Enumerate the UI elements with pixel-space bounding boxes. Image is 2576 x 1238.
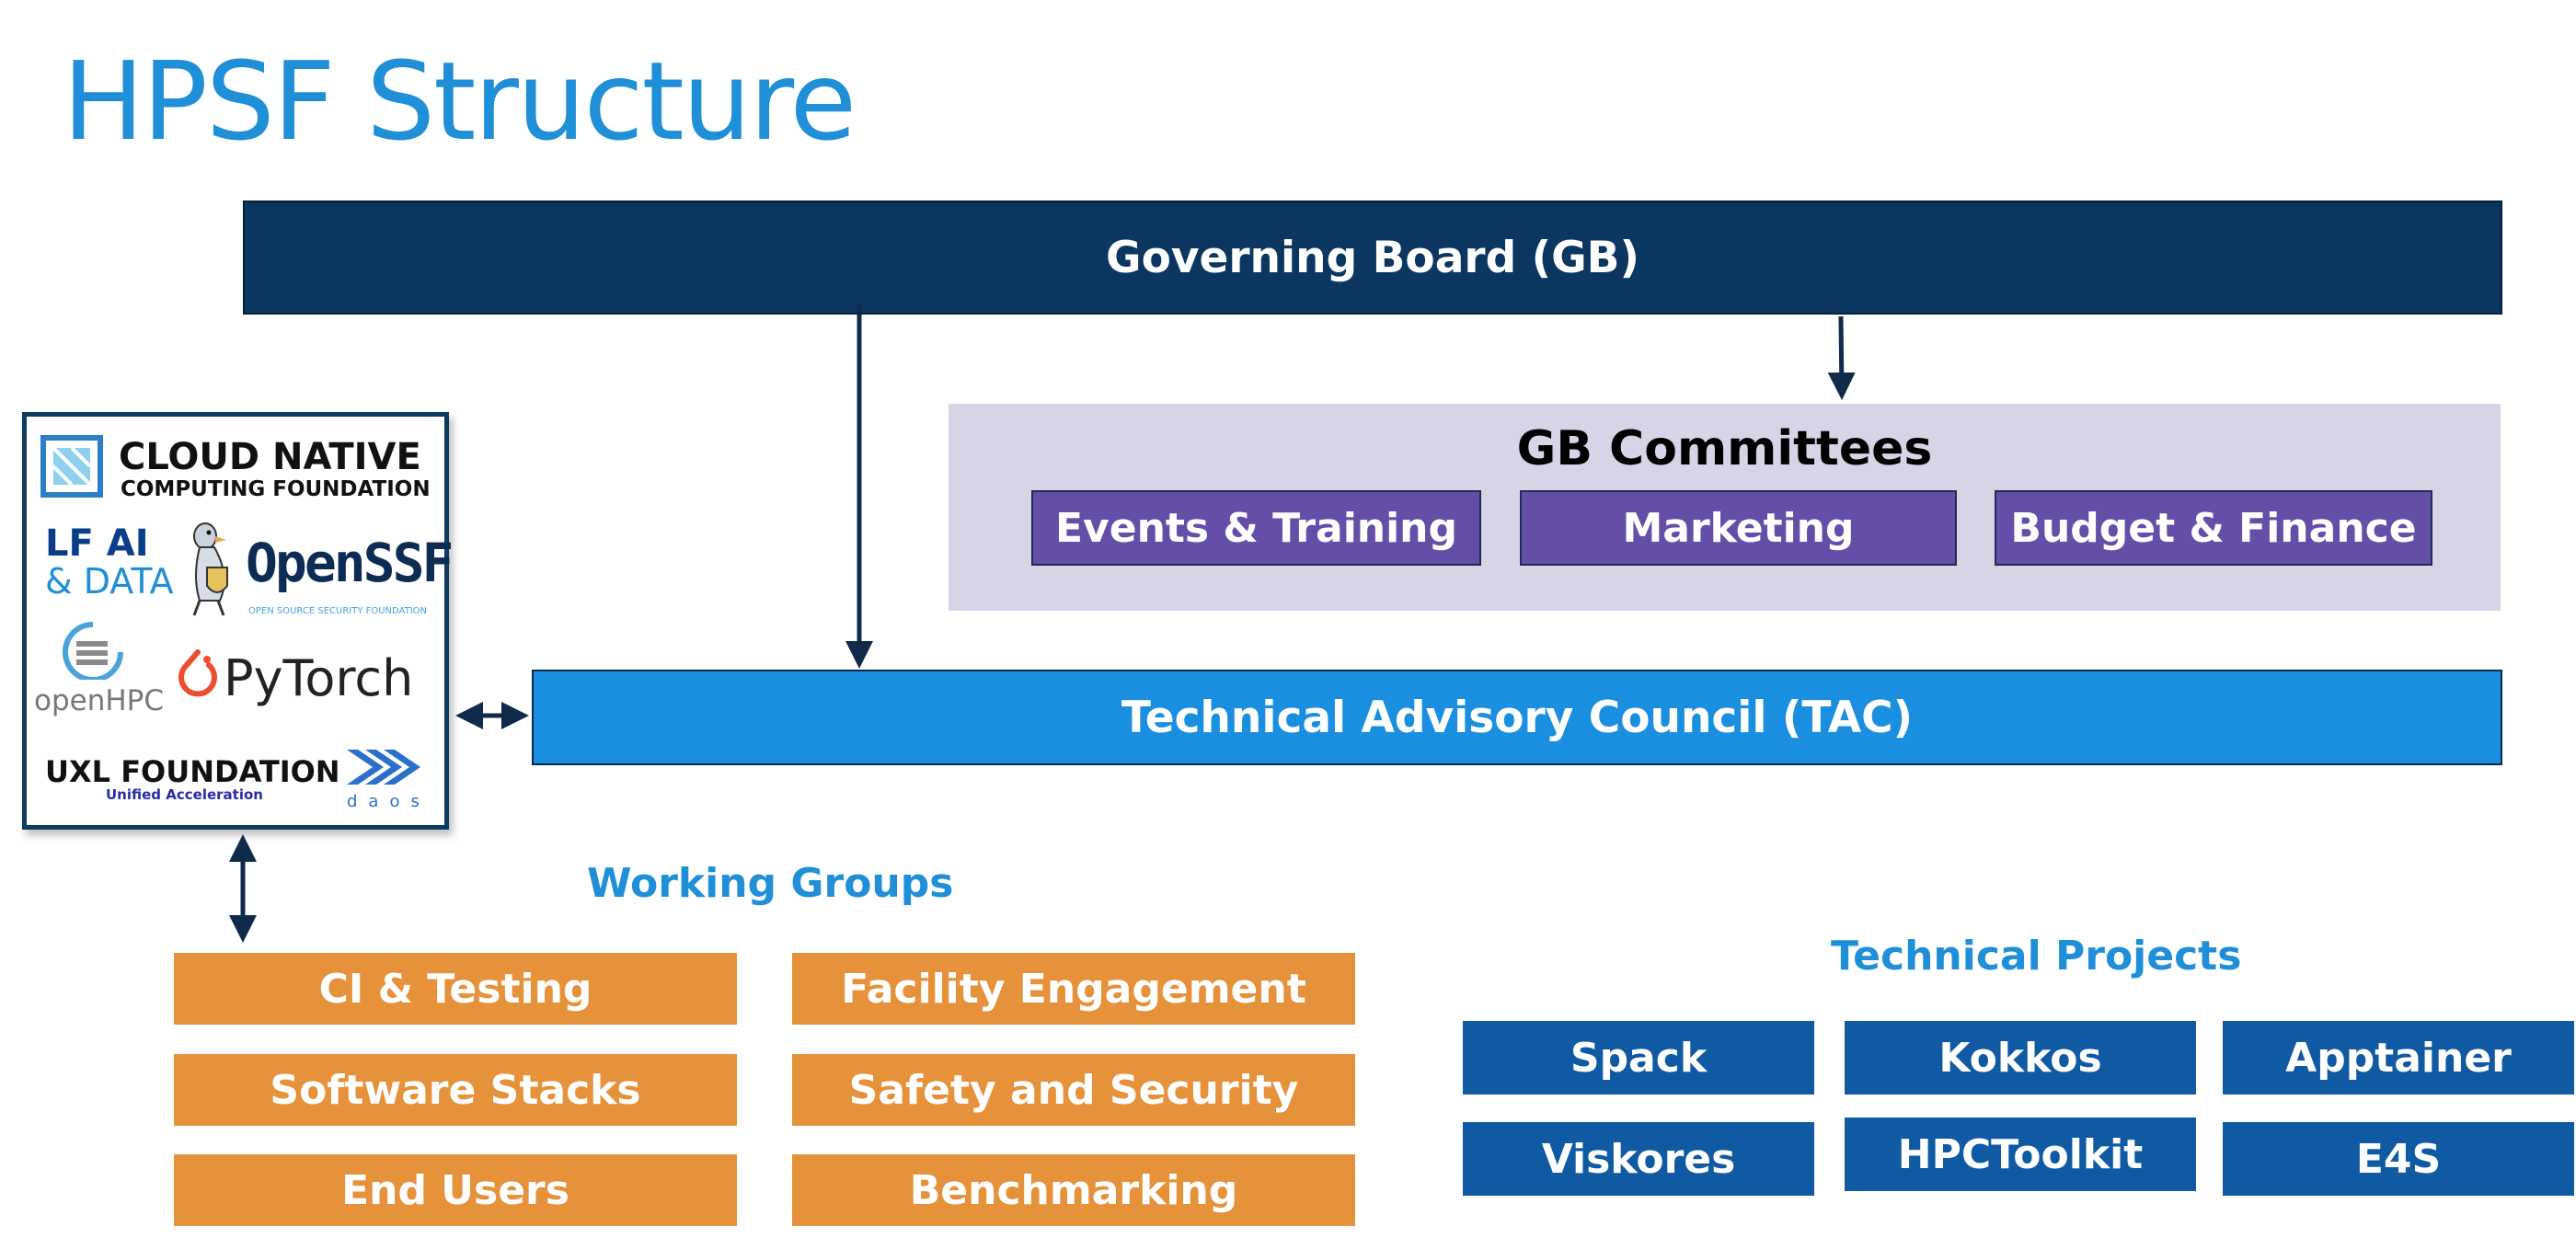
daos-chevrons-icon: [347, 750, 420, 785]
cncf-line1: CLOUD NATIVE: [119, 436, 421, 478]
tac-box: Technical Advisory Council (TAC): [532, 670, 2502, 765]
technical-projects-title: Technical Projects: [1831, 933, 2242, 980]
governing-board-box: Governing Board (GB): [243, 201, 2502, 315]
tp-apptainer: Apptainer: [2223, 1021, 2574, 1095]
wg-benchmarking: Benchmarking: [792, 1154, 1355, 1226]
openhpc-wordmark: openHPC: [34, 684, 165, 717]
uxl-subtitle: Unified Acceleration: [106, 786, 263, 803]
wg-end-users: End Users: [174, 1154, 737, 1226]
openssf-subtitle: OPEN SOURCE SECURITY FOUNDATION: [248, 606, 428, 616]
openhpc-logo-icon: [63, 622, 123, 680]
committee-marketing: Marketing: [1520, 490, 1957, 566]
cncf-logo-icon: [40, 435, 103, 498]
lf-ai-line1: LF AI: [45, 522, 149, 565]
openssf-wordmark: OpenSSF: [246, 532, 454, 594]
wg-safety-security: Safety and Security: [792, 1054, 1355, 1126]
daos-wordmark: daos: [347, 792, 431, 811]
wg-software-stacks: Software Stacks: [174, 1054, 737, 1126]
tp-viskores: Viskores: [1463, 1122, 1814, 1196]
member-projects-logo-panel: CLOUD NATIVE COMPUTING FOUNDATION LF AI …: [22, 412, 454, 830]
tp-kokkos: Kokkos: [1845, 1021, 2196, 1095]
lf-ai-line2: & DATA: [45, 561, 174, 602]
wg-facility-engagement: Facility Engagement: [792, 953, 1355, 1025]
cncf-line2: COMPUTING FOUNDATION: [121, 477, 431, 501]
wg-ci-testing: CI & Testing: [174, 953, 737, 1025]
committee-budget-finance: Budget & Finance: [1995, 490, 2432, 566]
tp-hpctoolkit: HPCToolkit: [1845, 1118, 2196, 1191]
gb-committees-title: GB Committees: [1516, 421, 1933, 476]
openssf-goose-icon: [192, 522, 228, 616]
working-groups-title: Working Groups: [587, 860, 954, 907]
tp-e4s: E4S: [2223, 1122, 2574, 1196]
uxl-wordmark: UXL FOUNDATION: [45, 754, 340, 789]
pytorch-wordmark: PyTorch: [224, 649, 414, 707]
committee-events-training: Events & Training: [1031, 490, 1481, 566]
page-title: HPSF Structure: [63, 38, 857, 165]
pytorch-flame-icon: [178, 649, 217, 697]
gb-to-committees-arrow: [1827, 315, 1856, 400]
tp-spack: Spack: [1463, 1021, 1814, 1095]
